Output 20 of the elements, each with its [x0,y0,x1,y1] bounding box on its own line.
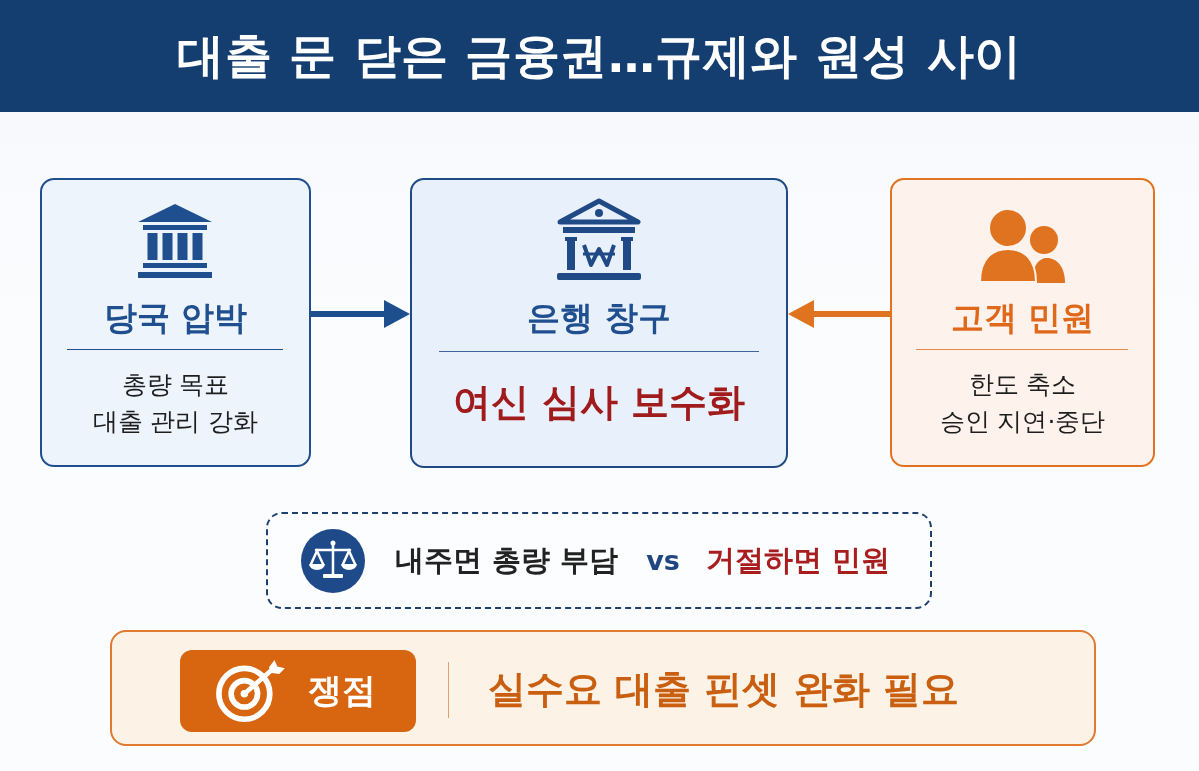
issue-panel [110,630,1096,746]
dilemma-text: 거절하면 민원 [705,541,890,579]
card-heading: 고객 민원 [950,298,1095,338]
card-heading: 은행 창구 [527,298,671,338]
arrow [311,300,410,328]
info-card [890,178,1155,467]
title-text: 대출 문 닫은 금융권…규제와 원성 사이 [177,27,1022,85]
card-text: 한도 축소 승인 지연·중단 [939,369,1106,438]
vs-text: vs [646,545,680,576]
dilemma-text: 내주면 총량 부담 [395,541,619,579]
card-heading: 당국 압박 [103,298,248,338]
info-card [40,178,311,467]
dilemma-panel [266,512,932,609]
conclusion-text: 실수요 대출 핀셋 완화 필요 [488,666,959,712]
highlight-text: 여신 심사 보수화 [452,379,746,426]
arrow [788,300,890,328]
info-card [410,178,788,468]
card-text: 총량 목표 대출 관리 강화 [92,369,259,438]
badge-label: 쟁점 [308,669,376,712]
issue-badge [180,650,416,732]
